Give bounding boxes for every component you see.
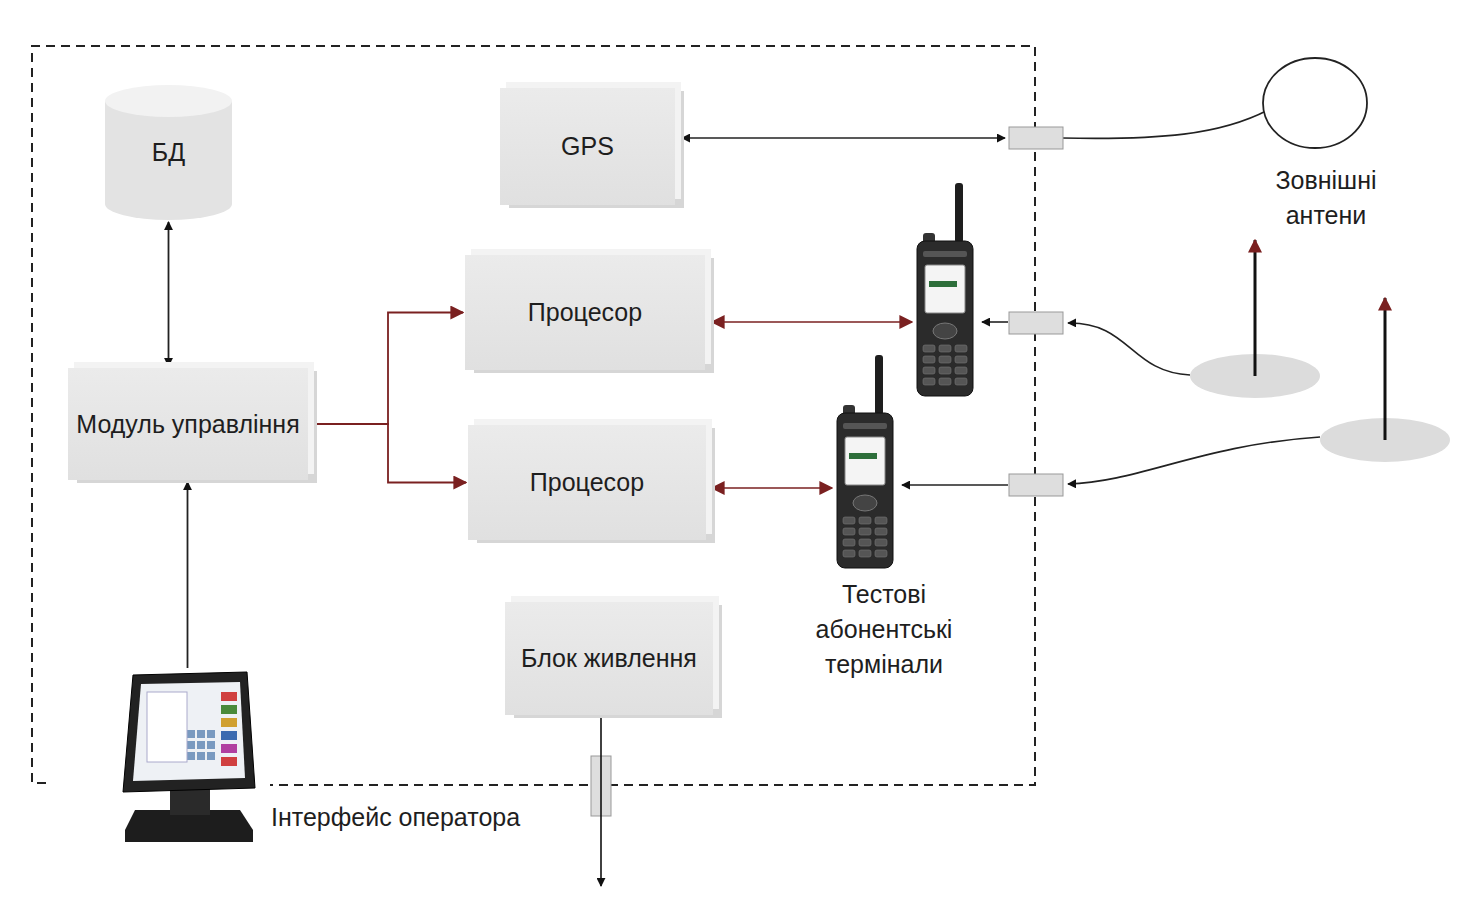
cylinder-body xyxy=(105,101,232,220)
node-text: БД xyxy=(144,131,193,174)
antenna-whip xyxy=(1384,298,1387,440)
feedthrough xyxy=(1009,312,1063,334)
node-text: Інтерфейс оператора xyxy=(267,798,524,837)
connector-arrow xyxy=(168,222,170,366)
process-box: Процесор xyxy=(465,255,705,370)
test-terminal xyxy=(837,355,893,568)
operator-terminal: Інтерфейс оператора xyxy=(115,670,265,870)
database: БД xyxy=(105,85,232,220)
power-box: Блок живлення xyxy=(505,602,713,715)
feedthrough xyxy=(1009,474,1063,496)
radio-feed xyxy=(902,484,1008,486)
node-text: Процесор xyxy=(522,461,652,504)
junction-dot xyxy=(307,420,315,428)
antenna-cable xyxy=(1068,437,1320,484)
antenna-cable xyxy=(1062,110,1268,138)
monitor-icon xyxy=(115,670,260,848)
cylinder-top xyxy=(105,85,232,117)
node-text: GPS xyxy=(553,125,622,168)
test-terminal xyxy=(917,183,973,396)
connector-arrow xyxy=(187,482,189,668)
feedthrough xyxy=(1009,127,1063,149)
antenna-whip xyxy=(1254,240,1257,376)
radio-link xyxy=(712,321,912,323)
node-text: Модуль управління xyxy=(68,403,307,446)
gps-box: GPS xyxy=(500,88,675,205)
connector-arrow xyxy=(308,313,463,425)
connector-arrow xyxy=(308,424,466,483)
power-output xyxy=(600,718,602,886)
caption-label: Зовнішні антени xyxy=(1247,163,1405,233)
radio-feed xyxy=(982,321,1008,323)
caption-label: Тестові абонентські термінали xyxy=(785,577,983,682)
node-text: Блок живлення xyxy=(513,637,705,680)
node-text: Процесор xyxy=(520,291,650,334)
process-box: Процесор xyxy=(468,425,706,540)
control-box: Модуль управління xyxy=(68,368,308,480)
radio-link xyxy=(712,487,832,489)
loop-antenna xyxy=(1263,58,1367,148)
gps-link xyxy=(682,137,1005,139)
antenna-cable xyxy=(1068,323,1190,375)
